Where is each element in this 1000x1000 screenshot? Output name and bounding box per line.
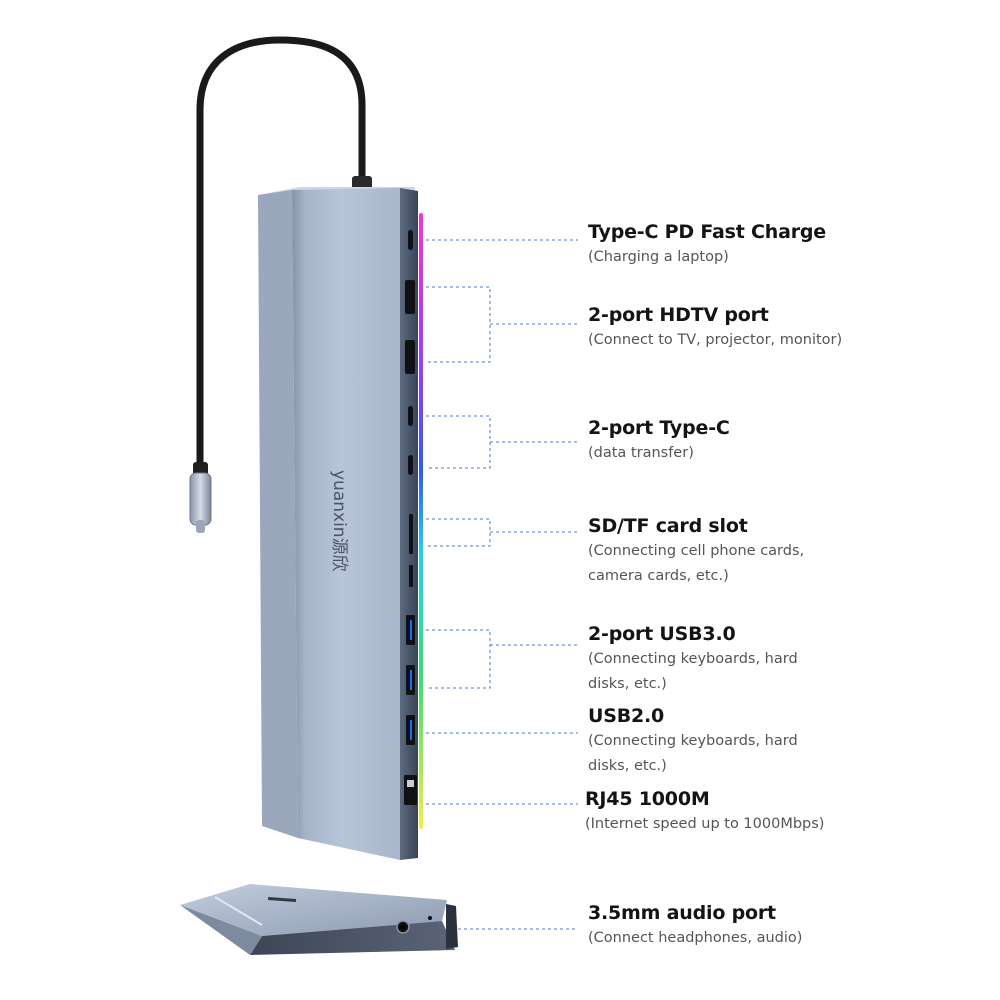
leader-sd xyxy=(426,518,578,547)
feature-typec: 2-port Type-C (data transfer) xyxy=(588,416,988,466)
hub-front-face xyxy=(292,188,400,860)
feature-title: Type-C PD Fast Charge xyxy=(588,221,826,243)
port-typec-pd xyxy=(408,230,413,250)
feature-sd-tf: SD/TF card slot (Connecting cell phone c… xyxy=(588,514,988,589)
feature-desc: (Charging a laptop) xyxy=(588,249,729,265)
feature-title: RJ45 1000M xyxy=(585,788,710,810)
port-hdmi-2 xyxy=(405,340,415,374)
hub-end-view xyxy=(180,884,458,955)
hub-end-stripe xyxy=(214,896,263,926)
feature-usb3: 2-port USB3.0 (Connecting keyboards, har… xyxy=(588,622,988,697)
port-typec-1 xyxy=(408,406,413,426)
feature-title: 2-port HDTV port xyxy=(588,304,769,326)
hub-end-label xyxy=(267,897,297,902)
feature-hdtv: 2-port HDTV port (Connect to TV, project… xyxy=(588,303,988,353)
hub-end-panel xyxy=(446,904,458,949)
leader-lines xyxy=(410,239,578,930)
feature-title: 2-port Type-C xyxy=(588,417,730,439)
hub-end-left xyxy=(180,905,262,955)
port-sd-slot xyxy=(409,514,413,554)
feature-audio: 3.5mm audio port (Connect headphones, au… xyxy=(588,901,988,951)
feature-desc: (Connecting keyboards, hard disks, etc.) xyxy=(588,651,798,692)
feature-desc: (Connect to TV, projector, monitor) xyxy=(588,332,843,348)
leader-typec xyxy=(426,415,578,469)
hub-left-bevel xyxy=(258,190,298,838)
usb-c-cable xyxy=(196,36,366,474)
feature-desc: (Connect headphones, audio) xyxy=(588,930,803,946)
feature-title: USB2.0 xyxy=(588,705,665,727)
feature-title: SD/TF card slot xyxy=(588,515,748,537)
feature-desc: (data transfer) xyxy=(588,445,694,461)
audio-jack-hole xyxy=(400,924,406,930)
usb-c-plug xyxy=(189,472,212,526)
indicator-led xyxy=(428,916,432,920)
port-hdmi-1 xyxy=(405,280,415,314)
feature-typec-pd: Type-C PD Fast Charge (Charging a laptop… xyxy=(588,220,988,270)
usb-c-plug-tip xyxy=(196,520,205,533)
feature-title: 3.5mm audio port xyxy=(588,902,776,924)
rgb-light-strip xyxy=(419,213,423,829)
port-accents xyxy=(407,620,414,787)
port-tf-slot xyxy=(409,565,413,587)
feature-desc: (Internet speed up to 1000Mbps) xyxy=(585,816,825,832)
leader-usb3 xyxy=(426,629,578,689)
port-rj45 xyxy=(404,775,417,805)
feature-usb2: USB2.0 (Connecting keyboards, hard disks… xyxy=(588,704,988,779)
hub-end-top xyxy=(180,884,447,936)
feature-desc: (Connecting cell phone cards, camera car… xyxy=(588,543,805,584)
feature-desc: (Connecting keyboards, hard disks, etc.) xyxy=(588,733,798,774)
feature-title: 2-port USB3.0 xyxy=(588,623,736,645)
brand-logo: yuanxin源欣 xyxy=(329,470,349,572)
leader-hdtv xyxy=(426,286,578,363)
feature-rj45: RJ45 1000M (Internet speed up to 1000Mbp… xyxy=(585,787,985,837)
port-typec-2 xyxy=(408,455,413,475)
